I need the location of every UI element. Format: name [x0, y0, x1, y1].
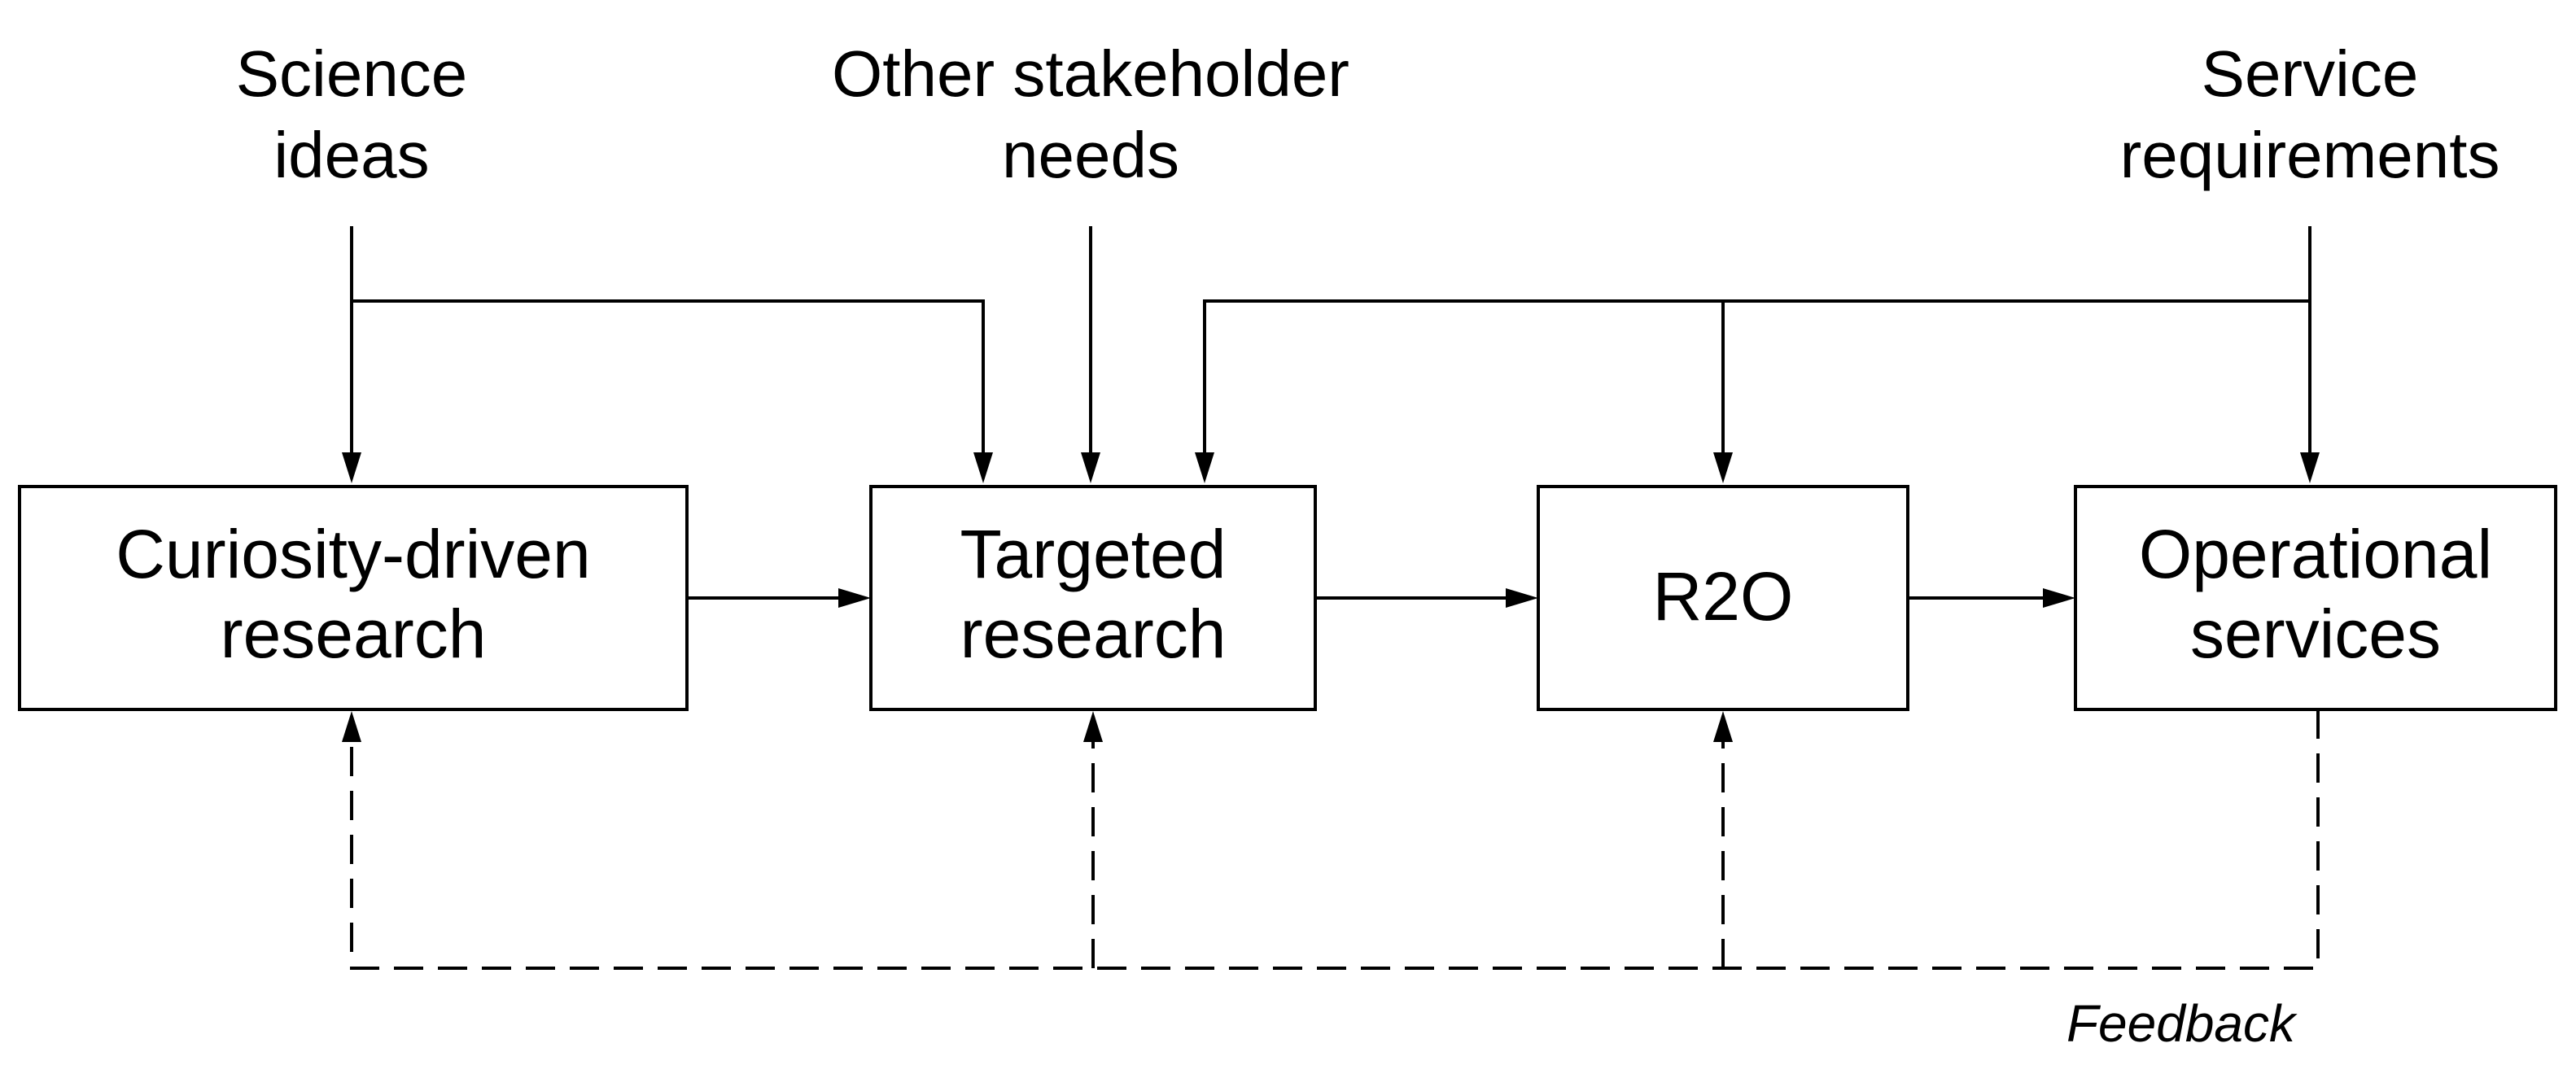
input-science-ideas-line2: ideas: [273, 119, 429, 191]
arrow-down-icon: [342, 452, 361, 483]
box-curiosity-driven-research: Curiosity-driven research: [18, 485, 689, 711]
input-connectors: [350, 226, 2311, 462]
arrow-down-icon: [973, 452, 993, 483]
flow-arrows: [687, 588, 2075, 608]
input-stakeholder-needs-line1: Other stakeholder: [832, 37, 1349, 110]
box-operational-line2: services: [2190, 596, 2441, 672]
input-other-stakeholder-needs: Other stakeholder needs: [832, 37, 1349, 191]
input-arrowheads: [342, 452, 2320, 483]
input-service-requirements: Service requirements: [2120, 37, 2500, 191]
connector-service-to-targeted: [1203, 299, 2310, 462]
box-r2o: R2O: [1537, 485, 1909, 711]
arrow-up-icon: [1083, 711, 1103, 742]
box-targeted-research: Targeted research: [869, 485, 1317, 711]
arrow-right-icon: [1506, 588, 1538, 608]
box-operational-services: Operational services: [2074, 485, 2557, 711]
feedback-loop: [342, 709, 2320, 970]
arrow-down-icon: [1713, 452, 1733, 483]
box-operational-rect: [2074, 485, 2557, 711]
box-targeted-rect: [869, 485, 1317, 711]
box-curiosity-rect: [18, 485, 689, 711]
input-science-ideas: Science ideas: [236, 37, 468, 191]
box-curiosity-line1: Curiosity-driven: [116, 516, 591, 592]
box-curiosity-line2: research: [221, 596, 487, 672]
arrow-up-icon: [1713, 711, 1733, 742]
box-r2o-line1: R2O: [1653, 558, 1794, 635]
arrow-right-icon: [2043, 588, 2075, 608]
connector-science-to-targeted: [352, 299, 985, 462]
box-operational-line1: Operational: [2139, 516, 2492, 592]
box-targeted-line2: research: [960, 596, 1227, 672]
box-r2o-rect: [1537, 485, 1909, 711]
input-service-requirements-line2: requirements: [2120, 119, 2500, 191]
input-service-requirements-line1: Service: [2202, 37, 2419, 110]
arrow-up-icon: [342, 711, 361, 742]
feedback-label: Feedback: [2066, 994, 2298, 1053]
arrow-down-icon: [1081, 452, 1100, 483]
arrow-down-icon: [1195, 452, 1214, 483]
feedback-main-line: [350, 709, 2320, 970]
arrow-down-icon: [2300, 452, 2320, 483]
input-stakeholder-needs-line2: needs: [1002, 119, 1179, 191]
box-targeted-line1: Targeted: [960, 516, 1227, 592]
arrow-right-icon: [838, 588, 871, 608]
input-science-ideas-line1: Science: [236, 37, 468, 110]
